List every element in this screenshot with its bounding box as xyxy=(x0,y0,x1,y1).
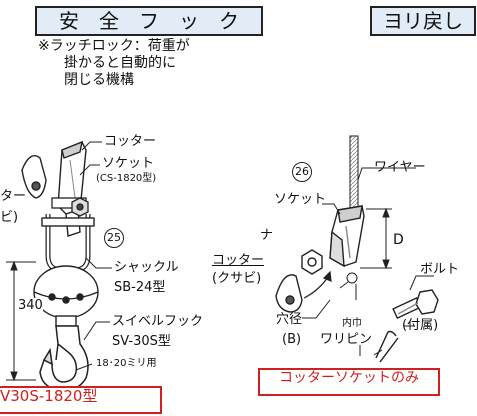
left-cut-label-2: ビ) xyxy=(0,210,19,225)
right-part-number: 26 xyxy=(292,162,312,182)
socket-only-badge: コッターソケットのみ xyxy=(258,368,440,396)
shackle-label: シャックル xyxy=(114,260,179,275)
left-cotter-wedge xyxy=(21,155,47,199)
hole-label: 穴径 xyxy=(276,312,303,327)
left-socket-model: (CS-1820型) xyxy=(96,173,157,184)
inner-width-label: 内巾 xyxy=(342,318,362,329)
bolt xyxy=(392,289,439,319)
left-socket-pin xyxy=(51,197,89,217)
wire-rope xyxy=(349,135,359,213)
dimension-340-line xyxy=(6,260,36,382)
left-part-number: 25 xyxy=(104,228,124,248)
right-socket-label: ソケット xyxy=(274,192,327,207)
split-pin-label: ワリピン xyxy=(320,332,373,347)
swivel-title: ヨリ戻し xyxy=(370,6,476,36)
right-cotter-label: コッター xyxy=(212,253,265,268)
dimension-d-line xyxy=(360,207,392,270)
right-cotter-wedge xyxy=(275,274,303,313)
right-cotter-sub: (クサビ) xyxy=(212,271,262,286)
swivel-ball xyxy=(33,265,99,327)
swivel-hook-body xyxy=(39,325,89,391)
left-socket-label: ソケット xyxy=(102,156,155,171)
dimension-340-value: 340 xyxy=(18,298,43,313)
left-cut-label-1: ター xyxy=(0,189,27,204)
rope-size-label: 18･20ミリ用 xyxy=(96,358,157,369)
left-cotter-label: コッター xyxy=(104,134,157,149)
bolt-label: ボルト xyxy=(420,262,460,277)
shackle-model: SB-24型 xyxy=(114,280,166,295)
split-pin xyxy=(375,330,399,363)
insert-arrow xyxy=(303,270,332,299)
swivel-hook-model: SV-30S型 xyxy=(112,334,171,349)
latch-note-line1: ※ラッチロック：荷重が xyxy=(38,38,190,54)
safety-hook-title: 安 全 フ ッ ク xyxy=(35,6,263,36)
left-leader-lines xyxy=(75,141,112,371)
latch-note-line2: 掛かると自動的に xyxy=(64,55,176,71)
right-leader-lines xyxy=(302,167,434,356)
wire-label: ワイヤー xyxy=(374,160,426,175)
right-socket-body xyxy=(329,205,365,268)
latch-note-line3: 閉じる機構 xyxy=(64,72,134,88)
included-label: (付属) xyxy=(402,318,439,333)
hole-markers xyxy=(339,272,358,300)
left-model-badge: V30S-1820型 xyxy=(0,386,162,414)
right-cut-label: ナ xyxy=(260,228,274,243)
dimension-d-label: D xyxy=(393,232,404,248)
left-shackle xyxy=(41,214,95,273)
nut xyxy=(301,249,323,275)
hole-sub-label: (B) xyxy=(282,332,302,347)
swivel-hook-label: スイベルフック xyxy=(112,314,204,329)
